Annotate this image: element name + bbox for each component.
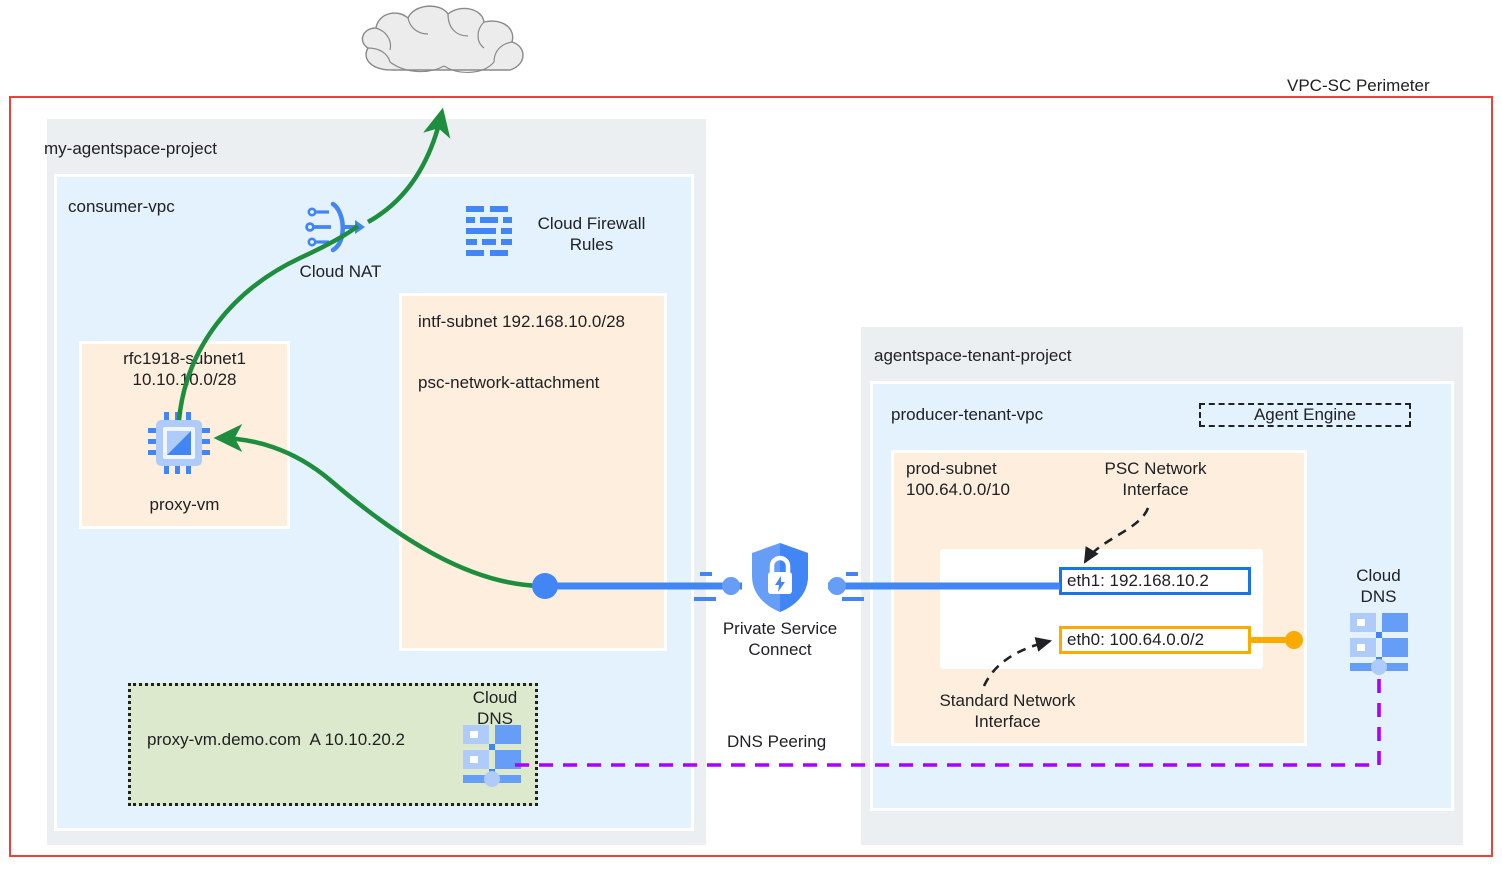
- proxy-vm-label: proxy-vm: [149, 495, 220, 514]
- eth0-label: eth0: 100.64.0.0/2: [1067, 630, 1205, 649]
- psc-network-interface-annotation: PSC Network Interface: [1104, 459, 1207, 500]
- consumer-cloud-dns-label: Cloud DNS: [472, 688, 518, 729]
- vpc-sc-perimeter-label: VPC-SC Perimeter: [1287, 76, 1430, 95]
- eth0-interface-box[interactable]: eth0: 100.64.0.0/2: [1059, 626, 1251, 654]
- dns-a-record-text: proxy-vm.demo.com A 10.10.20.2: [147, 730, 405, 749]
- cloud-dns-icon: [1350, 613, 1408, 675]
- cloud-firewall-rules-label: Cloud Firewall Rules: [537, 214, 646, 255]
- prod-subnet-label: prod-subnet 100.64.0.0/10: [906, 458, 1010, 501]
- prod-subnet-name: prod-subnet: [906, 459, 997, 478]
- consumer-project-label: my-agentspace-project: [44, 139, 217, 158]
- tenant-project-label: agentspace-tenant-project: [874, 346, 1072, 365]
- prod-subnet-cidr: 100.64.0.0/10: [906, 480, 1010, 500]
- psc-network-attachment-label: psc-network-attachment: [418, 373, 600, 392]
- cloud-dns-icon: [463, 725, 521, 787]
- private-service-connect-label: Private Service Connect: [722, 619, 838, 660]
- cloud-icon: [361, 5, 524, 73]
- consumer-vpc-label: consumer-vpc: [68, 197, 175, 216]
- psc-shield-lock-icon: [752, 543, 808, 612]
- tenant-cloud-dns-label: Cloud DNS: [1356, 566, 1401, 607]
- cloud-nat-icon: [305, 201, 365, 253]
- producer-tenant-vpc-label: producer-tenant-vpc: [891, 405, 1044, 424]
- agent-engine-box: Agent Engine: [1199, 403, 1411, 427]
- eth1-label: eth1: 192.168.10.2: [1067, 571, 1209, 590]
- vm-chip-icon: [148, 412, 210, 474]
- cloud-firewall-icon: [466, 206, 512, 256]
- intf-subnet-label: intf-subnet 192.168.10.0/28: [418, 312, 625, 331]
- vpc-sc-perimeter-box: [9, 96, 1493, 857]
- agent-engine-label: Agent Engine: [1253, 405, 1357, 424]
- eth1-interface-box[interactable]: eth1: 192.168.10.2: [1059, 567, 1251, 595]
- dns-record-box: [128, 683, 538, 806]
